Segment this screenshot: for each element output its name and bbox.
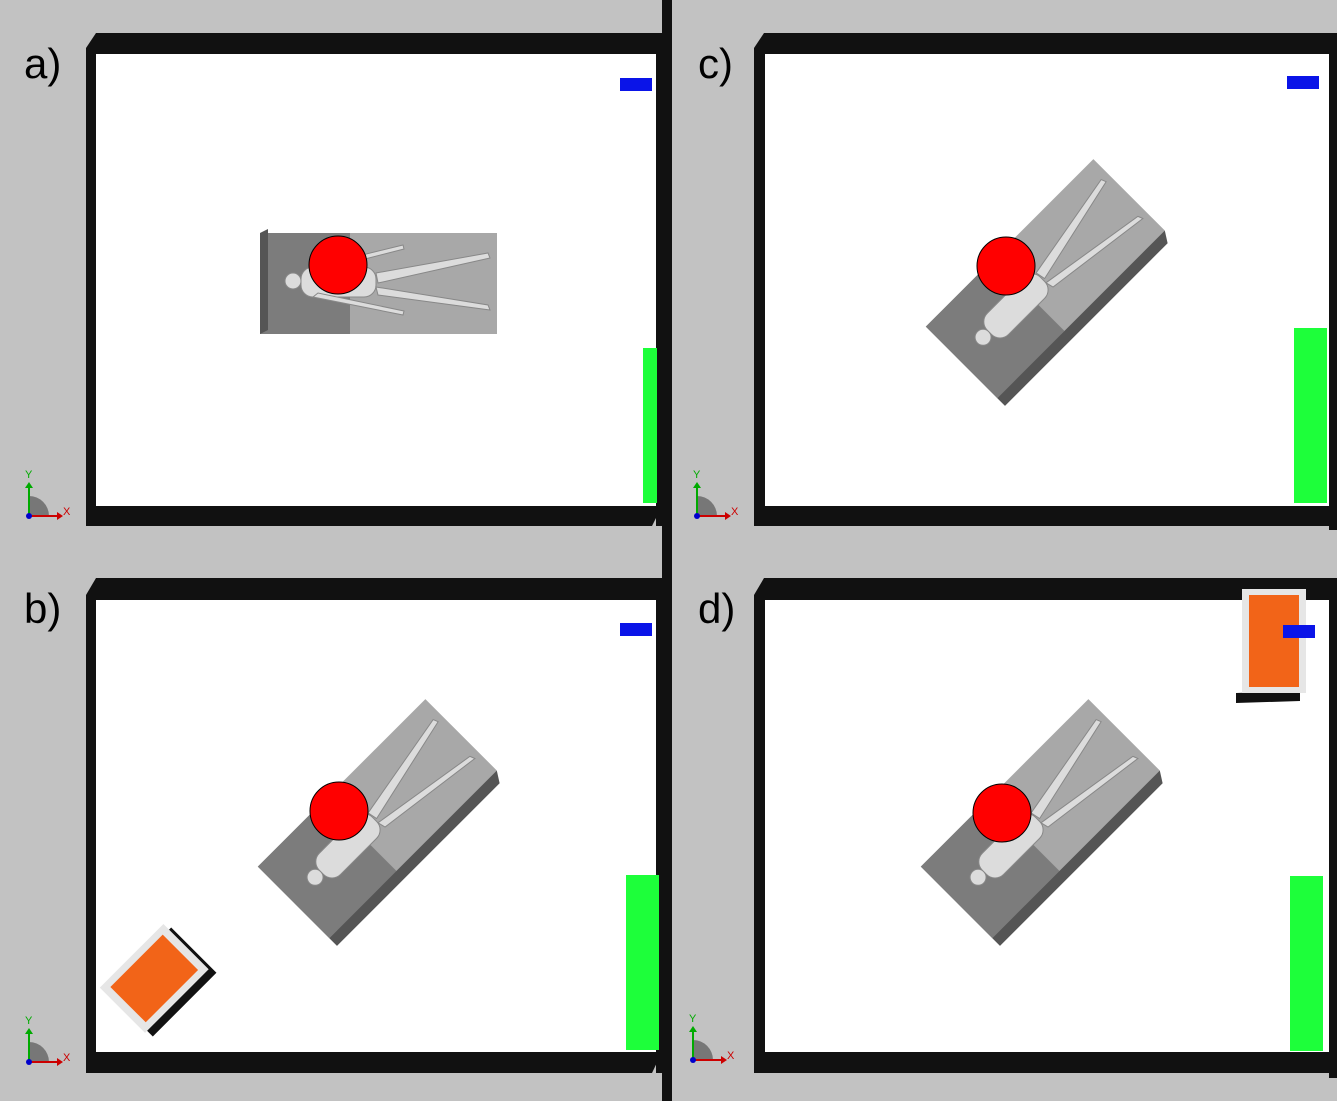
blue-object [620,78,652,91]
green-object [643,348,657,503]
panel-a: Y X a) [0,0,662,550]
wall-top [86,33,662,56]
bed [257,699,500,946]
wall-bottom [86,506,662,526]
wall-top [86,578,662,602]
red-marker [976,236,1036,296]
bed [925,159,1168,406]
y-axis-label: Y [25,1015,33,1027]
red-marker [309,781,369,841]
green-object [1290,876,1323,1051]
orange-object [99,924,217,1037]
bed [260,229,497,334]
wall-top [754,33,1337,56]
green-object [1294,328,1327,503]
axis-triad: Y X [693,469,739,520]
panel-label-d: d) [698,585,736,632]
orange-object [1236,589,1306,703]
blue-object [620,623,652,636]
panel-d-scene: Y X [689,578,1337,1078]
bed [920,699,1163,946]
wall-left [86,48,96,526]
y-axis-label: Y [693,469,701,481]
red-marker [308,235,368,295]
x-axis-label: X [731,506,739,518]
blue-object [1283,625,1315,638]
axis-triad: Y X [25,1015,71,1066]
x-axis-label: X [63,506,71,518]
wall-right [1329,33,1337,530]
wall-bottom [754,1052,1333,1073]
panel-b: Y X b) [0,555,662,1101]
wall-right [656,33,662,526]
wall-right [656,578,662,1073]
panel-label-b: b) [24,585,62,632]
x-axis-label: X [63,1052,71,1064]
panel-b-scene: Y X [25,578,662,1073]
wall-bottom [86,1052,662,1073]
panel-a-scene: Y X [25,33,662,526]
axis-triad: Y X [25,469,71,520]
human-figure [974,178,1144,346]
wall-right [1329,578,1337,1078]
panel-d: Y X d) [672,555,1337,1101]
axis-triad: Y X [689,1013,735,1064]
panel-c-scene: Y X [693,33,1337,530]
wall-bottom [754,506,1333,526]
x-axis-label: X [727,1050,735,1062]
blue-object [1287,76,1319,89]
wall-left [86,595,96,1073]
panel-label-a: a) [24,40,62,87]
y-axis-label: Y [25,469,33,481]
red-marker [972,783,1032,843]
panel-c: Y X c) [672,0,1337,550]
panel-label-c: c) [698,40,733,87]
wall-left [754,595,765,1073]
y-axis-label: Y [689,1013,697,1025]
vertical-divider [662,0,672,1101]
green-object [626,875,659,1050]
human-figure [306,718,476,886]
wall-top [754,578,1337,602]
wall-left [754,48,765,526]
